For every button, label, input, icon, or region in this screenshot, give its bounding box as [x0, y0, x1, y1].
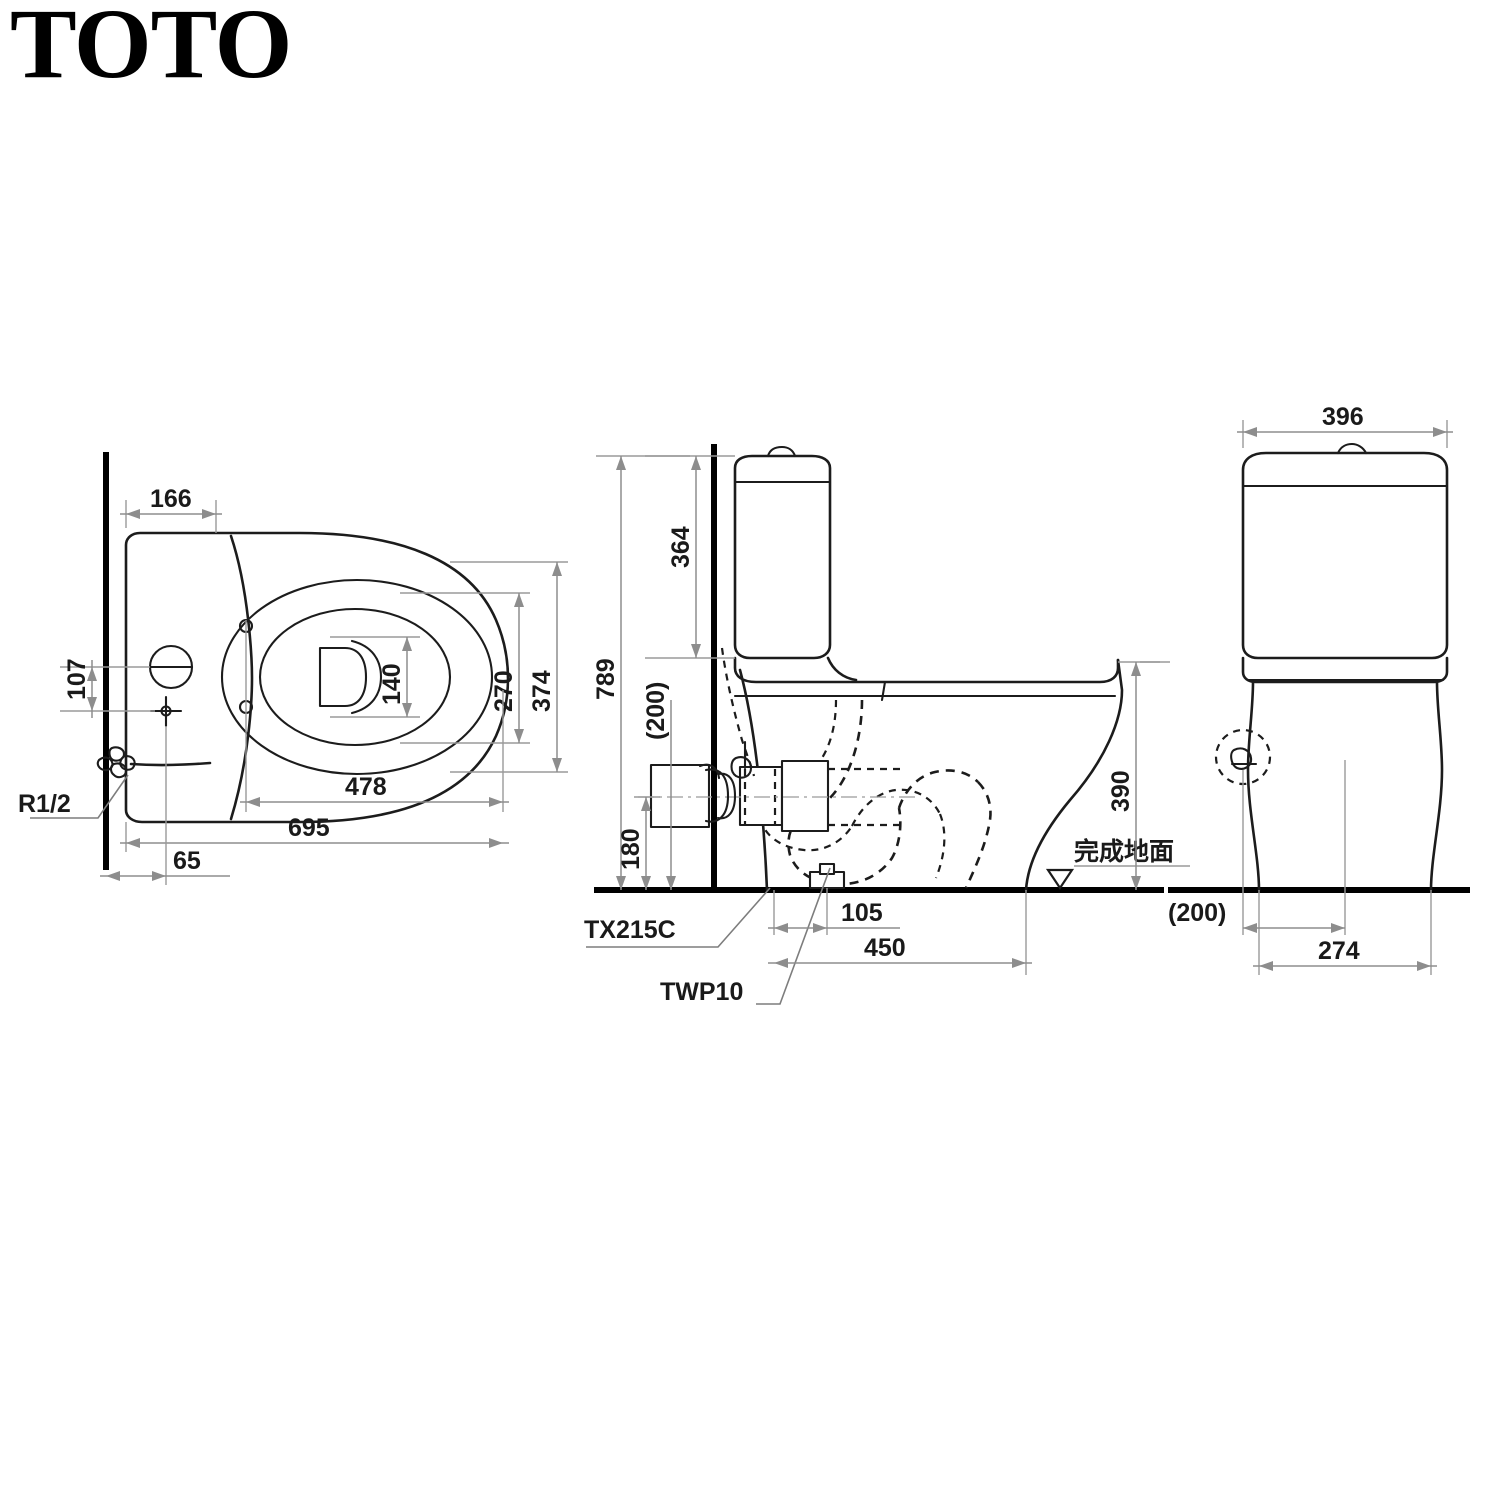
- side-bowl-front-profile: [1024, 658, 1124, 892]
- side-floor-level-symbol: [1045, 868, 1075, 890]
- side-view: 完成地面 TX215C TWP10 364: [584, 444, 1190, 1006]
- side-dim-105: 105: [768, 888, 900, 935]
- side-dim-text-200: (200): [642, 682, 670, 740]
- plan-seat-inner: [258, 607, 452, 747]
- side-dim-text-364: 364: [667, 526, 695, 568]
- side-supply-riser: [720, 647, 756, 779]
- side-tx215c-leader: [586, 887, 771, 948]
- plan-dim-text-478: 478: [345, 773, 387, 801]
- plan-dim-text-107: 107: [63, 658, 91, 700]
- side-dim-450: 450: [768, 890, 1032, 975]
- plan-dim-374: 374: [450, 561, 568, 773]
- side-dim-200: (200): [642, 682, 676, 890]
- plan-supply-fitting: [96, 746, 212, 779]
- side-label-twp10: TWP10: [660, 978, 743, 1006]
- side-twp10-leader: [756, 867, 831, 1005]
- plan-bowl-detail-arc: [350, 639, 383, 715]
- front-tank-handle-bump: [1336, 442, 1368, 455]
- side-outlet-pipe-assembly: [638, 759, 920, 833]
- plan-supply-marker: [149, 695, 183, 728]
- side-dim-text-789: 789: [592, 658, 620, 700]
- plan-dim-107: 107: [60, 658, 155, 718]
- side-gasket-3: [698, 763, 721, 780]
- side-supply-fitting: [730, 756, 753, 779]
- side-label-floor-level: 完成地面: [1074, 837, 1174, 866]
- side-pipe-collar-b: [780, 759, 830, 833]
- side-bowl-rim-top: [733, 656, 1120, 684]
- side-trap-hidden-inner-4: [934, 813, 946, 879]
- side-seat-joint: [880, 680, 887, 702]
- side-trap-hidden-4: [964, 781, 992, 889]
- front-dim-200: (200): [1168, 899, 1345, 933]
- front-pedestal-left: [1246, 680, 1261, 892]
- plan-bowl-detail-d: [318, 646, 368, 708]
- side-dim-text-180: 180: [617, 828, 645, 870]
- side-trap-hidden-inner-3: [851, 788, 941, 827]
- side-trap-hidden-3: [897, 769, 979, 809]
- plan-dim-text-374: 374: [528, 670, 556, 712]
- plan-dim-text-695: 695: [288, 814, 330, 842]
- front-pedestal-right: [1429, 680, 1444, 892]
- side-dim-text-105: 105: [841, 899, 883, 927]
- front-bowl-shoulder: [1241, 656, 1449, 684]
- side-trap-hidden-1: [799, 699, 864, 820]
- plan-dim-140: 140: [330, 636, 420, 718]
- side-dim-text-450: 450: [864, 934, 906, 962]
- side-floor-bolt: [808, 862, 846, 890]
- side-wall-pipe-box: [649, 763, 711, 829]
- side-dim-180: 180: [617, 796, 660, 890]
- side-tank-handle-bump: [766, 445, 797, 458]
- side-dim-390: 390: [1107, 661, 1160, 890]
- plan-seat-outer: [220, 578, 494, 776]
- plan-dim-text-65: 65: [173, 847, 201, 875]
- side-tank-body: [733, 454, 832, 660]
- plan-tank-divider: [229, 534, 254, 821]
- front-dim-text-274: 274: [1318, 937, 1360, 965]
- side-gasket-2: [716, 772, 737, 820]
- front-view: 396 (200) 274: [1140, 403, 1470, 975]
- plan-dim-270: 270: [400, 592, 530, 744]
- plan-label-r12: R1/2: [18, 790, 71, 818]
- side-dim-364: 364: [645, 455, 735, 659]
- front-dim-text-200: (200): [1168, 899, 1226, 927]
- plan-r12-leader: [30, 774, 129, 819]
- front-dim-text-396: 396: [1322, 403, 1364, 431]
- side-dim-text-390: 390: [1107, 770, 1135, 812]
- plan-dim-695: 695: [120, 814, 509, 852]
- plan-dim-478: 478: [240, 620, 509, 812]
- plan-dim-text-270: 270: [490, 670, 518, 712]
- plan-dim-text-140: 140: [378, 663, 406, 705]
- toto-logo: TOTO: [10, 0, 292, 99]
- plan-dim-65: 65: [100, 726, 230, 885]
- plan-dim-text-166: 166: [150, 485, 192, 513]
- front-dim-274: 274: [1253, 937, 1437, 971]
- plan-dim-166: 166: [120, 485, 222, 533]
- side-label-tx215c: TX215C: [584, 916, 676, 944]
- plan-view: R1/2 166 107: [18, 452, 568, 885]
- front-dim-396: 396: [1237, 403, 1453, 448]
- front-tank-body: [1241, 451, 1449, 660]
- side-dim-789: 789: [592, 455, 690, 890]
- side-bowl-neck: [826, 656, 858, 682]
- plan-bowl-outline: [124, 531, 510, 824]
